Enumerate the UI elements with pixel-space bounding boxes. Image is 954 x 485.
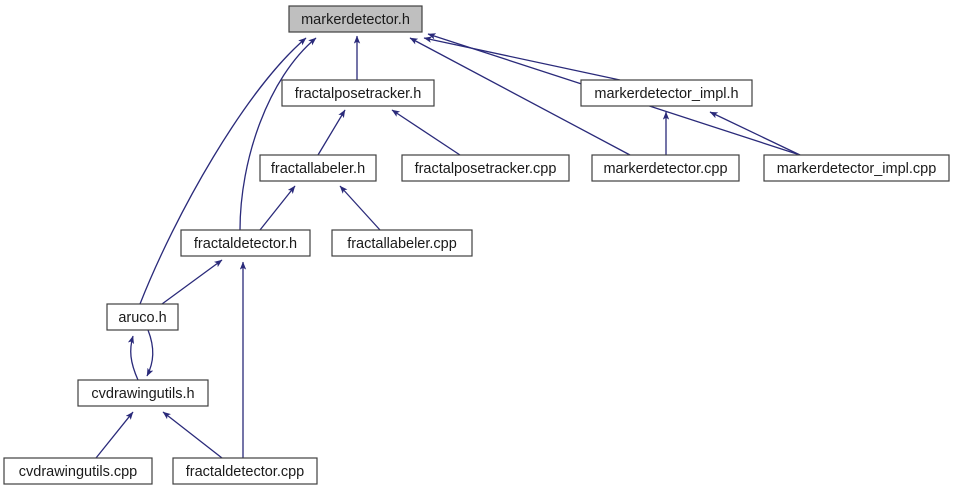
node-label-fractalposetracker_cpp: fractalposetracker.cpp: [415, 161, 557, 177]
graph-node-fractallabeler_cpp[interactable]: fractallabeler.cpp: [331, 229, 473, 257]
graph-edge-fractallabeler_h-to-fractalposetracker_h: [317, 109, 346, 156]
graph-edge-cvdrawingutils_cpp-to-cvdrawingutils_h: [95, 411, 134, 459]
node-box-fractalposetracker_cpp[interactable]: [401, 154, 570, 182]
node-box-cvdrawingutils_h[interactable]: [77, 379, 209, 407]
graph-edge-aruco_h-to-cvdrawingutils_h: [146, 329, 154, 377]
graph-edge-fractaldetector_h-to-fractallabeler_h: [259, 185, 296, 231]
graph-node-markerdetector_impl_h[interactable]: markerdetector_impl.h: [580, 79, 753, 107]
node-box-fractallabeler_cpp[interactable]: [331, 229, 473, 257]
node-label-markerdetector_cpp: markerdetector.cpp: [603, 161, 727, 177]
node-box-markerdetector_h[interactable]: [288, 5, 423, 33]
graph-node-fractalposetracker_h[interactable]: fractalposetracker.h: [281, 79, 435, 107]
graph-node-fractaldetector_h[interactable]: fractaldetector.h: [180, 229, 311, 257]
node-box-markerdetector_impl_h[interactable]: [580, 79, 753, 107]
node-label-cvdrawingutils_h: cvdrawingutils.h: [91, 386, 194, 402]
graph-node-aruco_h[interactable]: aruco.h: [106, 303, 179, 331]
graph-edge-markerdetector_impl_cpp-to-markerdetector_impl_h: [709, 111, 801, 156]
node-label-fractalposetracker_h: fractalposetracker.h: [295, 86, 422, 102]
graph-node-markerdetector_impl_cpp[interactable]: markerdetector_impl.cpp: [763, 154, 950, 182]
graph-edge-markerdetector_cpp-to-markerdetector_h: [409, 37, 631, 156]
graph-edge-fractaldetector_h-to-markerdetector_h: [239, 37, 317, 231]
node-box-markerdetector_impl_cpp[interactable]: [763, 154, 950, 182]
node-label-fractallabeler_cpp: fractallabeler.cpp: [347, 236, 457, 252]
graph-edge-fractallabeler_cpp-to-fractallabeler_h: [339, 185, 381, 231]
node-box-fractaldetector_cpp[interactable]: [172, 457, 318, 485]
graph-node-fractalposetracker_cpp[interactable]: fractalposetracker.cpp: [401, 154, 570, 182]
graph-node-markerdetector_h[interactable]: markerdetector.h: [288, 5, 423, 33]
edge-layer: [95, 33, 801, 459]
graph-node-cvdrawingutils_cpp[interactable]: cvdrawingutils.cpp: [3, 457, 153, 485]
node-label-aruco_h: aruco.h: [118, 310, 166, 326]
graph-edge-cvdrawingutils_h-to-aruco_h: [127, 335, 139, 381]
node-label-fractallabeler_h: fractallabeler.h: [271, 161, 365, 177]
node-label-markerdetector_impl_cpp: markerdetector_impl.cpp: [777, 161, 937, 177]
graph-edge-fractaldetector_cpp-to-cvdrawingutils_h: [162, 411, 223, 459]
node-label-markerdetector_impl_h: markerdetector_impl.h: [594, 86, 738, 102]
node-box-fractallabeler_h[interactable]: [259, 154, 377, 182]
node-label-fractaldetector_cpp: fractaldetector.cpp: [186, 464, 305, 480]
graph-edge-fractalposetracker_cpp-to-fractalposetracker_h: [391, 109, 461, 156]
graph-edge-aruco_h-to-markerdetector_h: [139, 37, 307, 305]
graph-node-cvdrawingutils_h[interactable]: cvdrawingutils.h: [77, 379, 209, 407]
graph-node-fractallabeler_h[interactable]: fractallabeler.h: [259, 154, 377, 182]
node-label-markerdetector_h: markerdetector.h: [301, 12, 410, 28]
node-box-fractaldetector_h[interactable]: [180, 229, 311, 257]
node-box-markerdetector_cpp[interactable]: [591, 154, 740, 182]
graph-edge-markerdetector_impl_h-to-markerdetector_h: [423, 36, 621, 81]
node-label-cvdrawingutils_cpp: cvdrawingutils.cpp: [19, 464, 137, 480]
node-box-cvdrawingutils_cpp[interactable]: [3, 457, 153, 485]
graph-node-markerdetector_cpp[interactable]: markerdetector.cpp: [591, 154, 740, 182]
node-layer: markerdetector.h fractalposetracker.h mark…: [3, 5, 950, 485]
graph-node-fractaldetector_cpp[interactable]: fractaldetector.cpp: [172, 457, 318, 485]
node-box-aruco_h[interactable]: [106, 303, 179, 331]
node-label-fractaldetector_h: fractaldetector.h: [194, 236, 297, 252]
graph-edge-aruco_h-to-fractaldetector_h: [161, 259, 223, 305]
node-box-fractalposetracker_h[interactable]: [281, 79, 435, 107]
